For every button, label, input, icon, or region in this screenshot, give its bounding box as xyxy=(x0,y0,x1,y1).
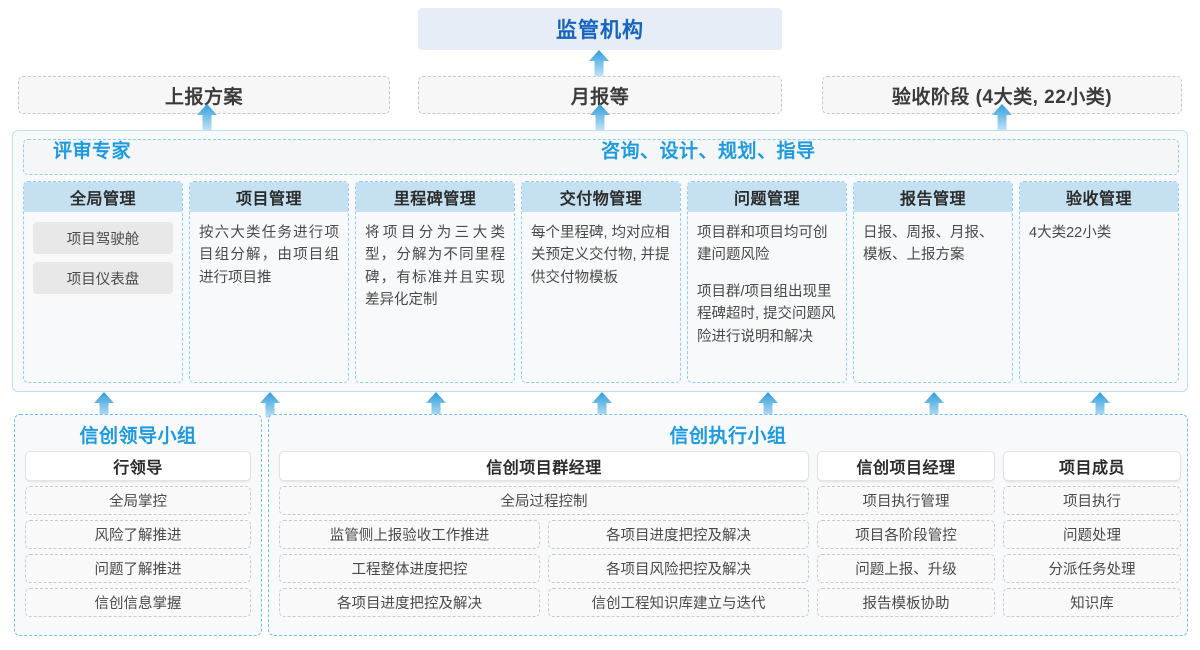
list-item[interactable]: 工程整体进度把控 xyxy=(279,554,540,583)
list-item[interactable]: 项目执行管理 xyxy=(817,486,995,515)
column-paragraph: 日报、周报、月报、模板、上报方案 xyxy=(863,225,994,264)
leader-group-list: 全局掌控 风险了解推进 问题了解推进 信创信息掌握 xyxy=(25,486,251,617)
list-item[interactable]: 全局掌控 xyxy=(25,486,251,515)
arrow-up-icon xyxy=(589,104,611,130)
arrow-up-icon xyxy=(923,392,945,418)
column-body: 4大类22小类 xyxy=(1020,212,1178,382)
column-paragraph: 项目群和项目均可创建问题风险 xyxy=(697,225,828,264)
list-item[interactable]: 监管侧上报验收工作推进 xyxy=(279,520,540,549)
role-label-consulting: 咨询、设计、规划、指导 xyxy=(601,131,816,167)
arrow-up-icon xyxy=(991,104,1013,130)
column-issue-management[interactable]: 问题管理 项目群和项目均可创建问题风险 项目群/项目组出现里程碑超时, 提交问题… xyxy=(687,181,847,383)
leader-group-head[interactable]: 行领导 xyxy=(25,451,251,481)
arrow-up-icon xyxy=(425,392,447,418)
program-manager-block: 信创项目群经理 全局过程控制 监管侧上报验收工作推进 工程整体进度把控 各项目进… xyxy=(279,451,809,627)
role-label-consulting-text: 咨询、设计、规划、指导 xyxy=(601,140,816,162)
list-item[interactable]: 知识库 xyxy=(1003,588,1181,617)
management-panel: 评审专家 咨询、设计、规划、指导 全局管理 项目驾驶舱 项目仪表盘 项目管理 xyxy=(12,130,1188,392)
arrow-up-icon xyxy=(259,392,281,418)
program-manager-main-item[interactable]: 全局过程控制 xyxy=(279,486,809,515)
list-item[interactable]: 问题上报、升级 xyxy=(817,554,995,583)
program-manager-head[interactable]: 信创项目群经理 xyxy=(279,451,809,481)
list-item[interactable]: 问题了解推进 xyxy=(25,554,251,583)
program-manager-left-col: 监管侧上报验收工作推进 工程整体进度把控 各项目进度把控及解决 xyxy=(279,515,540,617)
column-header: 里程碑管理 xyxy=(356,182,514,212)
list-item[interactable]: 各项目进度把控及解决 xyxy=(548,520,809,549)
regulator-title-text: 监管机构 xyxy=(556,19,644,42)
project-member-head[interactable]: 项目成员 xyxy=(1003,451,1181,481)
report-box-acceptance-label: 验收阶段 (4大类, 22小类) xyxy=(891,86,1113,108)
column-header: 项目管理 xyxy=(190,182,348,212)
column-body: 项目驾驶舱 项目仪表盘 xyxy=(24,212,182,382)
leader-group-panel: 信创领导小组 行领导 全局掌控 风险了解推进 问题了解推进 信创信息掌握 xyxy=(14,414,262,636)
arrow-up-icon xyxy=(1089,392,1111,418)
column-paragraph: 将项目分为三大类型，分解为不同里程碑，有标准并且实现差异化定制 xyxy=(365,225,505,309)
column-body: 将项目分为三大类型，分解为不同里程碑，有标准并且实现差异化定制 xyxy=(356,212,514,382)
column-header: 交付物管理 xyxy=(522,182,680,212)
report-box-monthly-label: 月报等 xyxy=(570,86,630,108)
list-item[interactable]: 报告模板协助 xyxy=(817,588,995,617)
column-project-management[interactable]: 项目管理 按六大类任务进行项目组分解，由项目组进行项目推 xyxy=(189,181,349,383)
role-bar xyxy=(23,139,1179,175)
exec-group-columns: 信创项目群经理 全局过程控制 监管侧上报验收工作推进 工程整体进度把控 各项目进… xyxy=(279,451,1181,627)
column-milestone-management[interactable]: 里程碑管理 将项目分为三大类型，分解为不同里程碑，有标准并且实现差异化定制 xyxy=(355,181,515,383)
column-header: 全局管理 xyxy=(24,182,182,212)
arrow-up-icon xyxy=(93,392,115,418)
list-item[interactable]: 信创工程知识库建立与迭代 xyxy=(548,588,809,617)
pill-stack: 项目驾驶舱 项目仪表盘 xyxy=(33,222,173,294)
regulator-title-box: 监管机构 xyxy=(418,8,782,50)
role-label-reviewer: 评审专家 xyxy=(53,131,131,167)
list-item[interactable]: 项目执行 xyxy=(1003,486,1181,515)
exec-group-panel: 信创执行小组 信创项目群经理 全局过程控制 监管侧上报验收工作推进 工程整体进度… xyxy=(268,414,1188,636)
program-manager-two-columns: 监管侧上报验收工作推进 工程整体进度把控 各项目进度把控及解决 各项目进度把控及… xyxy=(279,515,809,617)
list-item[interactable]: 项目各阶段管控 xyxy=(817,520,995,549)
column-global-management[interactable]: 全局管理 项目驾驶舱 项目仪表盘 xyxy=(23,181,183,383)
program-manager-right-col: 各项目进度把控及解决 各项目风险把控及解决 信创工程知识库建立与迭代 xyxy=(548,515,809,617)
exec-group-title: 信创执行小组 xyxy=(669,426,787,447)
column-header: 报告管理 xyxy=(854,182,1012,212)
column-header: 验收管理 xyxy=(1020,182,1178,212)
list-item[interactable]: 信创信息掌握 xyxy=(25,588,251,617)
role-label-reviewer-text: 评审专家 xyxy=(53,140,132,162)
column-body: 项目群和项目均可创建问题风险 项目群/项目组出现里程碑超时, 提交问题风险进行说… xyxy=(688,212,846,382)
list-item[interactable]: 分派任务处理 xyxy=(1003,554,1181,583)
column-paragraph: 每个里程碑, 均对应相关预定义交付物, 并提供交付物模板 xyxy=(531,225,670,286)
column-deliverable-management[interactable]: 交付物管理 每个里程碑, 均对应相关预定义交付物, 并提供交付物模板 xyxy=(521,181,681,383)
project-manager-block: 信创项目经理 项目执行管理 项目各阶段管控 问题上报、升级 报告模板协助 xyxy=(817,451,995,627)
arrow-up-icon xyxy=(757,392,779,418)
list-item[interactable]: 各项目风险把控及解决 xyxy=(548,554,809,583)
arrow-up-icon xyxy=(591,392,613,418)
column-paragraph: 4大类22小类 xyxy=(1029,225,1112,241)
project-member-block: 项目成员 项目执行 问题处理 分派任务处理 知识库 xyxy=(1003,451,1181,627)
column-body: 按六大类任务进行项目组分解，由项目组进行项目推 xyxy=(190,212,348,382)
list-item[interactable]: 问题处理 xyxy=(1003,520,1181,549)
pill-item[interactable]: 项目驾驶舱 xyxy=(33,222,173,254)
column-header: 问题管理 xyxy=(688,182,846,212)
column-report-management[interactable]: 报告管理 日报、周报、月报、模板、上报方案 xyxy=(853,181,1013,383)
column-paragraph: 项目群/项目组出现里程碑超时, 提交问题风险进行说明和解决 xyxy=(697,283,836,345)
leader-group-title: 信创领导小组 xyxy=(79,426,197,447)
column-body: 日报、周报、月报、模板、上报方案 xyxy=(854,212,1012,382)
report-box-plan-label: 上报方案 xyxy=(164,86,243,108)
pill-item[interactable]: 项目仪表盘 xyxy=(33,262,173,294)
column-paragraph: 按六大类任务进行项目组分解，由项目组进行项目推 xyxy=(199,225,339,286)
column-acceptance-management[interactable]: 验收管理 4大类22小类 xyxy=(1019,181,1179,383)
list-item[interactable]: 风险了解推进 xyxy=(25,520,251,549)
list-item[interactable]: 各项目进度把控及解决 xyxy=(279,588,540,617)
arrow-up-icon xyxy=(588,50,610,76)
column-body: 每个里程碑, 均对应相关预定义交付物, 并提供交付物模板 xyxy=(522,212,680,382)
management-columns: 全局管理 项目驾驶舱 项目仪表盘 项目管理 按六大类任务进行项目组分解，由项目组… xyxy=(23,181,1179,383)
arrow-up-icon xyxy=(196,104,218,130)
project-manager-head[interactable]: 信创项目经理 xyxy=(817,451,995,481)
